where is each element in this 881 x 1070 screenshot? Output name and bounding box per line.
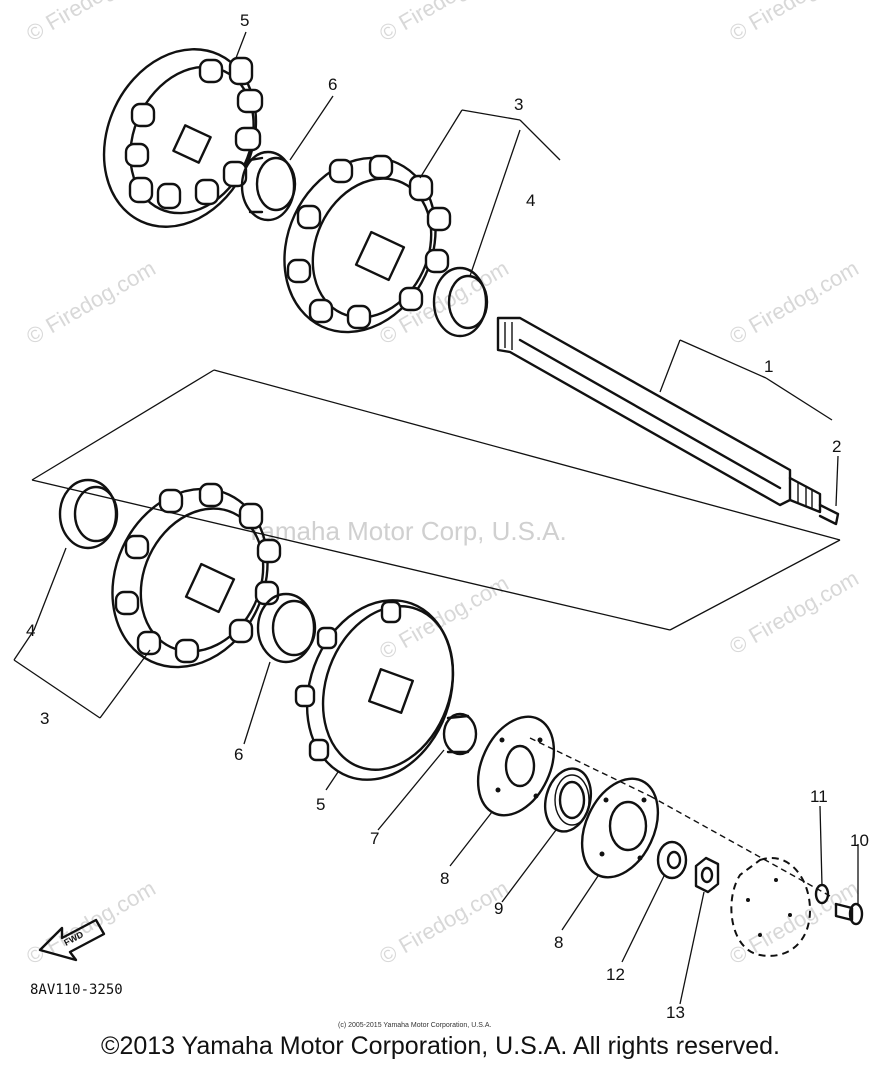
callout-7: 7	[370, 829, 379, 848]
ring-lower-6	[256, 592, 317, 664]
callout-2: 2	[832, 437, 841, 456]
watermark-site-1: © Firedog.com	[22, 0, 160, 46]
watermark-site-10: © Firedog.com	[375, 875, 513, 969]
watermark-site-8: © Firedog.com	[725, 565, 863, 659]
watermark-site-4: © Firedog.com	[22, 255, 160, 349]
callout-11: 11	[810, 787, 828, 806]
callout-6-low: 6	[234, 745, 243, 764]
callout-5-low: 5	[316, 795, 325, 814]
drive-shaft-1	[496, 316, 840, 526]
sprocket-top-5	[102, 48, 264, 228]
axis-dash-1	[529, 737, 651, 797]
watermarks: © Firedog.com © Firedog.com © Firedog.co…	[22, 0, 863, 969]
part-number: 8AV110-3250	[30, 982, 123, 998]
watermark-brand: Yamaha Motor Corp, U.S.A.	[245, 516, 567, 546]
callout-3-left: 3	[40, 709, 49, 728]
sprocket-upper-3	[283, 154, 452, 334]
callout-13: 13	[666, 1003, 685, 1022]
callout-3-top: 3	[514, 95, 523, 114]
callout-5-top: 5	[240, 11, 249, 30]
housing-dashed	[730, 857, 812, 957]
small-copyright: (c) 2005-2015 Yamaha Motor Corporation, …	[338, 1022, 491, 1029]
leader-lines	[13, 31, 859, 1005]
nut-13	[694, 856, 720, 894]
ring-upper-4	[432, 266, 489, 338]
ring-top-6	[240, 150, 297, 222]
plate-8a	[476, 715, 556, 817]
watermark-site-3: © Firedog.com	[725, 0, 863, 46]
callout-1: 1	[764, 357, 773, 376]
callout-4-left: 4	[26, 621, 35, 640]
bearing-9	[543, 767, 593, 833]
spacer-7	[442, 712, 478, 756]
callouts: 5 6 3 4 1 2 4 3 6 5 7 8 9 8 11 10 12 13	[26, 11, 869, 1022]
callout-4-top: 4	[526, 191, 535, 210]
axis-dash-2	[649, 795, 831, 897]
sprocket-lower-5	[294, 599, 455, 781]
plate-8b	[580, 777, 660, 879]
sprocket-lower-3	[111, 482, 282, 669]
callout-12: 12	[606, 965, 625, 984]
watermark-site-11: © Firedog.com	[725, 875, 863, 969]
footer-copyright: ©2013 Yamaha Motor Corporation, U.S.A. A…	[101, 1032, 780, 1060]
callout-6-top: 6	[328, 75, 337, 94]
watermark-site-2: © Firedog.com	[375, 0, 513, 46]
callout-9: 9	[494, 899, 503, 918]
callout-8a: 8	[440, 869, 449, 888]
callout-10: 10	[850, 831, 869, 850]
callout-8b: 8	[554, 933, 563, 952]
bolt-10	[834, 902, 864, 926]
watermark-site-6: © Firedog.com	[725, 255, 863, 349]
ring-left-4	[58, 478, 119, 550]
washer-12	[656, 840, 688, 880]
